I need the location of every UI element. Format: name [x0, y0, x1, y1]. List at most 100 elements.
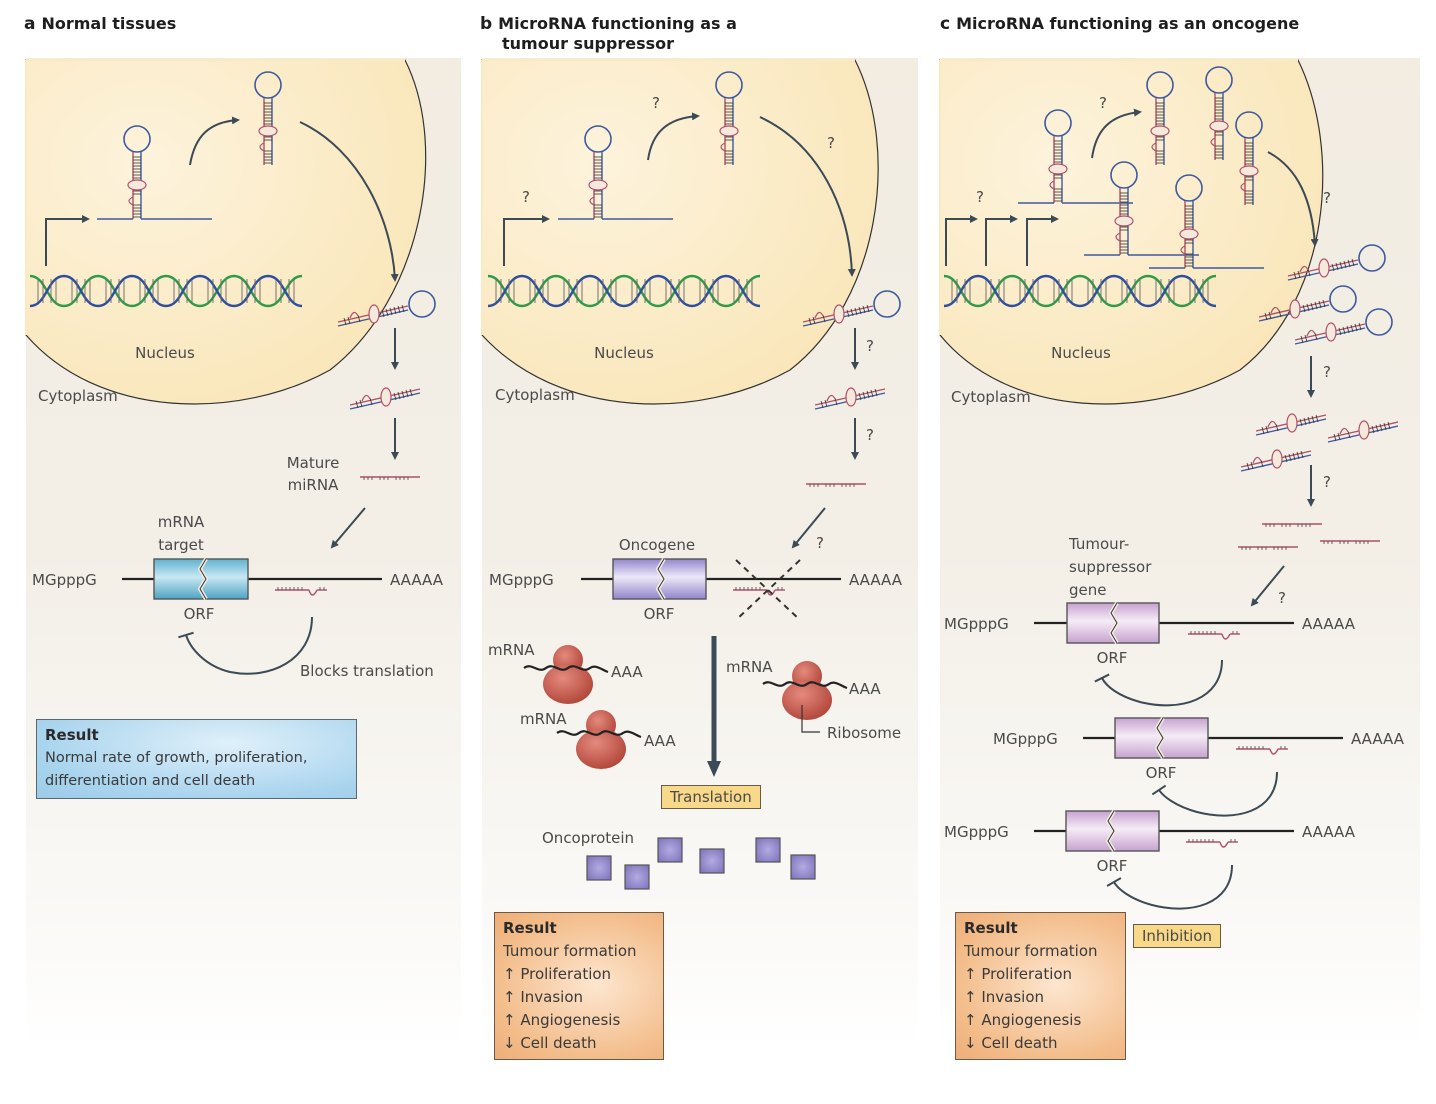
mirna-duplex-b [814, 387, 886, 410]
bound-mirna-c-1 [1187, 630, 1241, 640]
oncoprotein-label: Oncoprotein [542, 829, 634, 847]
result-line-c-1: Tumour formation [964, 942, 1098, 960]
ribosome-label: Ribosome [827, 724, 901, 742]
result-box-a: Result Normal rate of growth, proliferat… [36, 719, 357, 799]
result-line-c-5: ↓ Cell death [964, 1034, 1058, 1052]
tsg-label-1: Tumour- [1068, 535, 1129, 553]
polya-label-b: AAAAA [849, 571, 903, 589]
panel-c-letter: c [940, 14, 951, 34]
oncoprotein-2 [624, 864, 650, 890]
polya-label-c-3: AAAAA [1302, 823, 1356, 841]
mature-label-a-2: miRNA [288, 476, 339, 494]
mrna-label-b-1: mRNA [488, 641, 535, 659]
question-b-1: ? [522, 188, 530, 206]
mature-mirna-b [805, 483, 867, 488]
blocks-translation-label: Blocks translation [300, 662, 434, 680]
mature-mirna-c-3 [1319, 540, 1381, 545]
oncoprotein-1 [586, 855, 612, 881]
question-b-3: ? [827, 134, 835, 152]
tsg-label-3: gene [1069, 581, 1107, 599]
mrna-target-label-2: target [158, 536, 204, 554]
mature-label-a-1: Mature [287, 454, 340, 472]
ribosome-2 [555, 708, 643, 771]
panel-b-title-line2: tumour suppressor [502, 34, 675, 53]
question-b-2: ? [652, 94, 660, 112]
nucleus-label-c: Nucleus [1051, 344, 1111, 362]
polya-label-a: AAAAA [390, 571, 444, 589]
result-line-b-2: ↑ Proliferation [503, 965, 612, 983]
polya-label-c-1: AAAAA [1302, 615, 1356, 633]
promoter-arrow-a [45, 215, 90, 266]
result-heading-b: Result [503, 919, 557, 937]
panel-a-title-text: Normal tissues [41, 14, 177, 33]
orf-label-c-1: ORF [1097, 649, 1128, 667]
result-line-a-2: differentiation and cell death [45, 773, 256, 789]
bound-mirna-a [274, 586, 328, 596]
question-b-4: ? [866, 337, 874, 355]
mrna-label-b-3: mRNA [726, 658, 773, 676]
bound-mirna-c-3 [1185, 838, 1239, 848]
mrna-target-label-1: mRNA [158, 513, 205, 531]
result-line-c-2: ↑ Proliferation [964, 965, 1073, 983]
aaa-label-b-2: AAA [644, 732, 676, 750]
result-heading-c: Result [964, 919, 1018, 937]
cytoplasm-label-b: Cytoplasm [495, 386, 575, 404]
panel-a-letter: a [24, 14, 36, 34]
orf-label-b: ORF [644, 605, 675, 623]
cytoplasm-label-c: Cytoplasm [951, 388, 1031, 406]
orf-label-c-3: ORF [1097, 857, 1128, 875]
tsg-label-2: suppressor [1069, 558, 1152, 576]
cytoplasm-label-a: Cytoplasm [38, 387, 118, 405]
panel-c-title: c MicroRNA functioning as an oncogene [940, 14, 1299, 34]
question-c-5: ? [1323, 473, 1331, 491]
orf-label-c-2: ORF [1146, 764, 1177, 782]
panel-b-letter: b [480, 14, 493, 34]
cap-label-c-2: MGpppG [993, 730, 1058, 748]
result-box-b: Result Tumour formation ↑ Proliferation … [494, 912, 664, 1060]
result-line-b-3: ↑ Invasion [503, 988, 584, 1006]
question-b-6: ? [816, 534, 824, 552]
nucleus-label-a: Nucleus [135, 344, 195, 362]
mature-mirna-c-1 [1261, 523, 1323, 528]
aaa-label-b-3: AAA [849, 680, 881, 698]
nucleus-c [939, 59, 1324, 405]
mature-mirna-a [359, 476, 421, 481]
ribosome-3 [761, 659, 849, 722]
result-line-b-5: ↓ Cell death [503, 1034, 597, 1052]
bound-mirna-b [732, 586, 786, 596]
panel-b-diagram: ? ? ? ? ? ? Oncogene MGpppG AAAAA ORF mR… [481, 59, 903, 890]
oncoprotein-4 [699, 848, 725, 874]
mirna-duplex-c-1 [1255, 413, 1327, 436]
orf-label-a: ORF [184, 605, 215, 623]
result-heading-a: Result [45, 726, 99, 744]
cap-label-b: MGpppG [489, 571, 554, 589]
question-c-4: ? [1323, 363, 1331, 381]
panel-c-title-text: MicroRNA functioning as an oncogene [956, 14, 1300, 33]
question-c-3: ? [1323, 189, 1331, 207]
bound-mirna-c-2 [1235, 745, 1289, 755]
result-box-c: Result Tumour formation ↑ Proliferation … [955, 912, 1126, 1060]
result-line-c-3: ↑ Invasion [964, 988, 1045, 1006]
nucleus-b [481, 59, 879, 405]
cap-label-a: MGpppG [32, 571, 97, 589]
panel-a-diagram: Mature miRNA mRNA target MGpppG AAAAA OR… [25, 59, 444, 680]
mirna-duplex-c-2 [1327, 420, 1399, 443]
oncoprotein-3 [657, 837, 683, 863]
result-line-a-1: Normal rate of growth, proliferation, [45, 750, 308, 766]
question-c-1: ? [976, 188, 984, 206]
mirna-duplex-a [349, 387, 421, 410]
panel-b-title-line1: MicroRNA functioning as a [498, 14, 737, 33]
result-line-c-4: ↑ Angiogenesis [964, 1011, 1082, 1029]
polya-label-c-2: AAAAA [1351, 730, 1405, 748]
nucleus-label-b: Nucleus [594, 344, 654, 362]
inhibition-tag: Inhibition [1133, 924, 1222, 948]
cap-label-c-1: MGpppG [944, 615, 1009, 633]
aaa-label-b-1: AAA [611, 663, 643, 681]
translation-tag: Translation [661, 785, 761, 809]
mirna-duplex-c-3 [1240, 449, 1312, 472]
oncogene-label: Oncogene [619, 536, 695, 554]
panel-c-diagram: ? ? ? ? ? ? Tumour- suppressor gene MGpp… [939, 59, 1405, 910]
blocked-cross-icon [735, 559, 801, 621]
question-c-2: ? [1099, 94, 1107, 112]
oncoprotein-6 [790, 854, 816, 880]
